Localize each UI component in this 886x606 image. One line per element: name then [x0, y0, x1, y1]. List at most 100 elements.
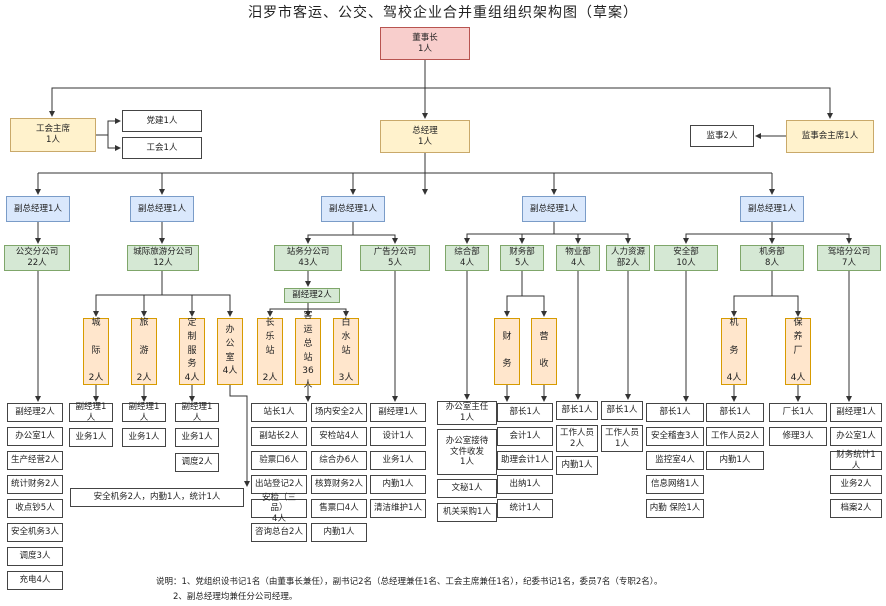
general-dept-box: 综合部 4人 [445, 245, 489, 271]
connector-line [464, 222, 555, 244]
ad-company-box: 广告分公司 5人 [360, 245, 430, 271]
finance-dept-box: 财务部 5人 [500, 245, 544, 271]
safety-staff-5: 内勤 保险1人 [646, 499, 704, 518]
connector-line [107, 135, 121, 151]
station-right-staff-4: 核算财务2人 [311, 475, 367, 494]
chart-title: 汨罗市客运、公交、驾校企业合并重组组织架构图（草案） [248, 5, 638, 21]
property-staff-1: 部长1人 [556, 401, 598, 420]
office-staff-wide: 安全机务2人，内勤1人，统计1人 [70, 488, 244, 507]
supervisor-chair-box: 监事会主席1人 [786, 120, 874, 153]
station-left-staff-3: 验票口6人 [251, 451, 307, 470]
connector-line [425, 87, 833, 119]
driving-staff-1: 副经理1人 [830, 403, 882, 422]
connector-line [305, 222, 354, 244]
bus-staff-2: 办公室1人 [7, 427, 63, 446]
connector-line [522, 295, 547, 317]
ad-staff-5: 清洁维护1人 [370, 499, 426, 518]
driving-staff-4: 业务2人 [830, 475, 882, 494]
driving-staff-2: 办公室1人 [830, 427, 882, 446]
maintenance-plant-box: 保 养 厂 4人 [785, 318, 811, 385]
safety-staff-3: 监控室4人 [646, 451, 704, 470]
machinery-staff-2: 工作人员2人 [706, 427, 764, 446]
finance-staff-2: 会计1人 [497, 427, 553, 446]
connector-line [267, 308, 308, 317]
ad-staff-2: 设计1人 [370, 427, 426, 446]
bus-staff-3: 生产经营2人 [7, 451, 63, 470]
machinery-dept-box: 机务部 8人 [740, 245, 804, 271]
hr-dept-box: 人力资源 部2人 [606, 245, 650, 271]
property-dept-box: 物业部 4人 [556, 245, 600, 271]
safety-staff-1: 部长1人 [646, 403, 704, 422]
travel-staff-1: 副经理1人 [122, 402, 166, 423]
machinery-staff-3: 内勤1人 [706, 451, 764, 470]
machinery-staff-1: 部长1人 [706, 403, 764, 422]
hr-staff-1: 部长1人 [601, 401, 643, 420]
connector-line [772, 295, 801, 317]
custom-staff-3: 调度2人 [175, 453, 219, 472]
business-sub-box: 营 收 [531, 318, 557, 385]
safety-staff-4: 信息网络1人 [646, 475, 704, 494]
station-deputy-box: 副经理2人 [284, 288, 340, 303]
maintenance-staff-1: 厂长1人 [769, 403, 827, 422]
station-left-staff-4: 出站登记2人 [251, 475, 307, 494]
connector-line [504, 271, 523, 317]
ad-staff-3: 业务1人 [370, 451, 426, 470]
bus-staff-6: 安全机务3人 [7, 523, 63, 542]
finance-staff-1: 部长1人 [497, 403, 553, 422]
bus-staff-7: 调度3人 [7, 547, 63, 566]
station-left-staff-2: 副站长2人 [251, 427, 307, 446]
hr-staff-2: 工作人员 1人 [601, 425, 643, 452]
connector-line [162, 294, 233, 317]
station-left-staff-1: 站长1人 [251, 403, 307, 422]
general-manager-box: 总经理 1人 [380, 120, 470, 153]
union-chair-box: 工会主席 1人 [10, 118, 96, 152]
general-staff-2: 办公室接待 文件收发 1人 [437, 429, 497, 475]
intercity-staff-1: 副经理1人 [69, 402, 113, 423]
station-right-staff-6: 内勤1人 [311, 523, 367, 542]
office-box: 办 公 室 4人 [217, 318, 243, 385]
driving-staff-5: 档案2人 [830, 499, 882, 518]
supervisors-box: 监事2人 [690, 125, 754, 147]
bus-staff-4: 统计财务2人 [7, 475, 63, 494]
property-staff-3: 内勤1人 [556, 456, 598, 475]
bus-staff-8: 充电4人 [7, 571, 63, 590]
note-line-2: 2、副总经理均兼任分公司经理。 [173, 592, 298, 602]
bus-staff-5: 收点钞5人 [7, 499, 63, 518]
general-staff-3: 文秘1人 [437, 479, 497, 498]
station-right-staff-2: 安检站4人 [311, 427, 367, 446]
intercity-box: 城 际 2人 [83, 318, 109, 385]
ad-staff-1: 副经理1人 [370, 403, 426, 422]
vice-gm-box-2: 副总经理1人 [130, 196, 194, 222]
connector-line [96, 118, 121, 136]
vice-gm-box-4: 副总经理1人 [522, 196, 586, 222]
tourism-company-box: 城际旅游分公司 12人 [127, 245, 199, 271]
custom-service-box: 定 制 服 务 4人 [179, 318, 205, 385]
vice-gm-box-1: 副总经理1人 [6, 196, 70, 222]
station-left-staff-5: 安检（三品） 4人 [251, 493, 307, 524]
property-staff-2: 工作人员 2人 [556, 425, 598, 452]
safety-staff-2: 安全稽查3人 [646, 427, 704, 446]
party-building-box: 党建1人 [122, 110, 202, 132]
station-right-staff-3: 综合办6人 [311, 451, 367, 470]
machinery-sub-box: 机 务 4人 [721, 318, 747, 385]
connector-line [229, 385, 250, 487]
chairman-box: 董事长 1人 [380, 27, 470, 60]
connector-line [554, 233, 631, 244]
connector-line [308, 308, 349, 317]
finance-staff-4: 出纳1人 [497, 475, 553, 494]
vice-gm-box-5: 副总经理1人 [740, 196, 804, 222]
intercity-staff-2: 业务1人 [69, 428, 113, 447]
union-box: 工会1人 [122, 137, 202, 159]
finance-sub-box: 财 务 [494, 318, 520, 385]
general-staff-4: 机关采购1人 [437, 503, 497, 522]
station-left-staff-6: 咨询总台2人 [251, 523, 307, 542]
station-company-box: 站务分公司 43人 [274, 245, 342, 271]
connector-line [683, 222, 773, 244]
custom-staff-1: 副经理1人 [175, 402, 219, 423]
finance-staff-5: 统计1人 [497, 499, 553, 518]
driving-school-box: 驾培分公司 7人 [817, 245, 881, 271]
travel-staff-2: 业务1人 [122, 428, 166, 447]
connector-line [49, 87, 425, 117]
